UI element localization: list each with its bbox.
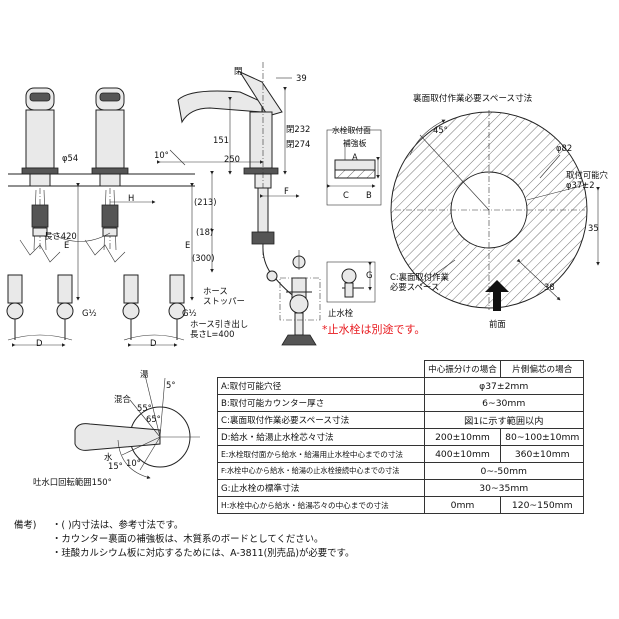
dim-open232: 閉232: [286, 124, 311, 134]
table-row: B:取付可能カウンター厚さ 6~30mm: [217, 394, 584, 412]
table-row: C:裏面取付作業必要スペース寸法 図1に示す範囲以内: [217, 411, 584, 429]
dim-length420: 長さ420: [44, 231, 77, 241]
lever-65: 65°: [146, 414, 161, 424]
inset-B: B: [366, 190, 372, 200]
label-H: H: [128, 193, 135, 203]
circle-hole: 取付可能穴 φ37±2: [566, 170, 608, 190]
table-header-offset: 片側偏芯の場合: [500, 360, 584, 378]
faucet-front-2: [91, 87, 129, 251]
inset-G: G: [366, 270, 373, 280]
inset-counter-section: [326, 129, 382, 206]
faucet-front-1: [21, 87, 59, 251]
inset-A: A: [352, 152, 358, 162]
dim-213: (213): [194, 197, 217, 207]
notes-head: 備考): [14, 520, 37, 531]
table-row: F:水栓中心から給水・給湯の止水栓接続中心までの寸法 0~-50mm: [217, 462, 584, 480]
lever-mix: 混合: [114, 394, 131, 404]
notes-line-3: ・珪酸カルシウム板に対応するためには、A-3811(別売品)が必要です。: [52, 548, 355, 559]
hose-pull: ホース引き出し 長さL=400: [190, 319, 249, 339]
lever-hot: 湯: [140, 369, 149, 379]
g-half-1: G½: [82, 308, 97, 318]
front-arrow-icon: [485, 280, 509, 292]
lever-5: 5°: [166, 380, 176, 390]
dim-open-top: 閉: [234, 66, 243, 76]
spout-rotation: 吐水口回転範囲150°: [33, 477, 112, 487]
g-half-2: G½: [182, 308, 197, 318]
front-view-left: [6, 87, 195, 347]
angle-45: 45°: [433, 125, 448, 135]
circle-38: 38: [544, 282, 555, 292]
label-D-left: D: [36, 338, 43, 348]
table-row: G:止水栓の標準寸法 30~35mm: [217, 479, 584, 497]
dim-open274: 閉274: [286, 139, 311, 149]
dim-300: (300): [192, 253, 215, 263]
stop-valve-side: [281, 250, 317, 346]
circle-title: 裏面取付作業必要スペース寸法: [413, 94, 533, 104]
lever-10: 10°: [126, 458, 141, 468]
front-label: 前面: [489, 319, 506, 329]
dim-151: 151: [213, 135, 229, 145]
spec-table: 中心振分けの場合 片側偏芯の場合 A:取付可能穴径 φ37±2mm B:取付可能…: [217, 360, 584, 514]
inset-C: C: [343, 190, 349, 200]
angle-10: 10°: [154, 150, 169, 160]
inset-reinforce: 補強板: [343, 139, 367, 148]
hose-stopper: ホース ストッパー: [203, 286, 245, 306]
table-header-blank: [217, 360, 425, 378]
dim-250: 250: [224, 154, 240, 164]
label-D-right: D: [150, 338, 157, 348]
circle-C-label: C:裏面取付作業 必要スペース: [390, 272, 449, 292]
table-row: D:給水・給湯止水栓芯々寸法 200±10mm 80~100±10mm: [217, 428, 584, 446]
label-F: F: [284, 186, 289, 196]
stop-valve-inset: [326, 261, 376, 303]
table-row: E:水栓取付面から給水・給湯用止水栓中心までの寸法 400±10mm 360±1…: [217, 445, 584, 463]
stop-valves-left: [6, 274, 186, 341]
dim-18: (18): [196, 227, 214, 237]
circle-phi82: φ82: [556, 143, 573, 153]
inset-title: 水栓取付面: [332, 126, 371, 135]
side-view: [157, 62, 321, 346]
label-E-right: E: [185, 240, 191, 250]
label-E-left: E: [64, 240, 70, 250]
mounting-space-circle: [390, 110, 600, 311]
dim-39: 39: [296, 73, 307, 83]
table-row: A:取付可能穴径 φ37±2mm: [217, 377, 584, 395]
lever-water: 水: [104, 452, 113, 462]
stop-valve-label: 止水栓: [328, 308, 354, 318]
notes-line-2: ・カウンター裏面の補強板は、木質系のボードとしてください。: [52, 534, 324, 545]
lever-55: 55°: [137, 403, 152, 413]
lever-angle-diagram: [74, 374, 200, 479]
table-row: H:水栓中心から給水・給湯芯々の中心までの寸法 0mm 120~150mm: [217, 496, 584, 514]
lever-15: 15°: [108, 461, 123, 471]
table-header-center: 中心振分けの場合: [423, 360, 502, 378]
table-header-row: 中心振分けの場合 片側偏芯の場合: [217, 360, 584, 378]
stop-valve-note: *止水栓は別途です。: [322, 323, 426, 336]
notes: 備考)・( )内寸法は、参考寸法です。 ・カウンター裏面の補強板は、木質系のボー…: [14, 519, 354, 561]
circle-35: 35: [588, 223, 599, 233]
dim-phi54: φ54: [62, 153, 79, 163]
notes-line-1: 備考)・( )内寸法は、参考寸法です。: [14, 520, 184, 531]
